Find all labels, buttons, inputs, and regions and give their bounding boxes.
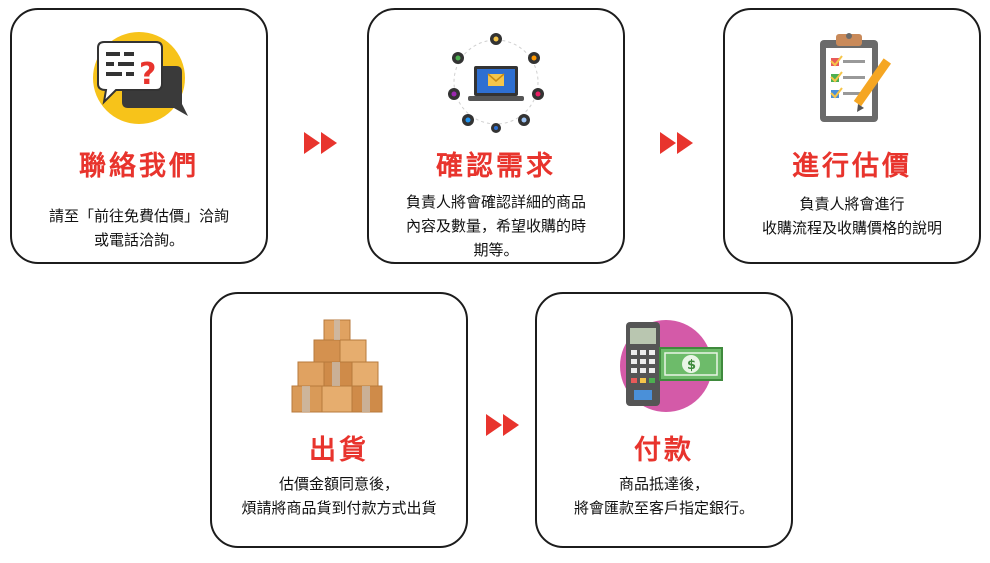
desc-line: 或電話洽詢。 [93,231,184,249]
payment-terminal-cash-icon: $ [537,308,791,420]
desc-line: 估價金額同意後， [278,475,399,493]
double-arrow-icon [660,132,693,154]
step-description: 負責人將會進行 收購流程及收購價格的說明 [733,192,971,240]
svg-text:$: $ [687,358,696,373]
step-description: 負責人將會確認詳細的商品 內容及數量，希望收購的時 期等。 [377,190,615,262]
laptop-email-network-icon [369,24,623,134]
step-title: 進行估價 [792,151,912,182]
desc-line: 內容及數量，希望收購的時 [405,217,586,235]
double-arrow-icon [304,132,337,154]
desc-line: 負責人將會進行 [799,195,905,213]
desc-line: 煩請將商品貨到付款方式出貨 [241,499,437,517]
clipboard-checklist-icon [725,26,979,132]
step-card-shipping: 出貨 估價金額同意後， 煩請將商品貨到付款方式出貨 [210,292,468,548]
step-card-payment: $ 付款 商品抵達後， 將會匯款至客戶指定銀行。 [535,292,793,548]
step-title: 付款 [634,435,694,466]
step-description: 估價金額同意後， 煩請將商品貨到付款方式出貨 [220,472,458,520]
step-card-contact: ? 聯絡我們 請至「前往免費估價」洽詢 或電話洽詢。 [10,8,268,264]
desc-line: 期等。 [473,241,519,259]
desc-line: 負責人將會確認詳細的商品 [405,193,586,211]
desc-line: 請至「前往免費估價」洽詢 [48,207,229,225]
step-description: 商品抵達後， 將會匯款至客戶指定銀行。 [545,472,783,520]
desc-line: 將會匯款至客戶指定銀行。 [573,499,754,517]
step-title: 確認需求 [436,151,556,182]
step-description: 請至「前往免費估價」洽詢 或電話洽詢。 [20,204,258,252]
step-card-estimate: 進行估價 負責人將會進行 收購流程及收購價格的說明 [723,8,981,264]
desc-line: 商品抵達後， [618,475,709,493]
speech-bubble-question-icon: ? [12,26,266,130]
desc-line: 收購流程及收購價格的說明 [761,219,942,237]
svg-text:?: ? [139,57,156,92]
stacked-boxes-icon [212,310,466,420]
step-title: 出貨 [309,435,369,466]
double-arrow-icon [486,414,519,436]
step-card-confirm-needs: 確認需求 負責人將會確認詳細的商品 內容及數量，希望收購的時 期等。 [367,8,625,264]
step-title: 聯絡我們 [79,151,199,182]
